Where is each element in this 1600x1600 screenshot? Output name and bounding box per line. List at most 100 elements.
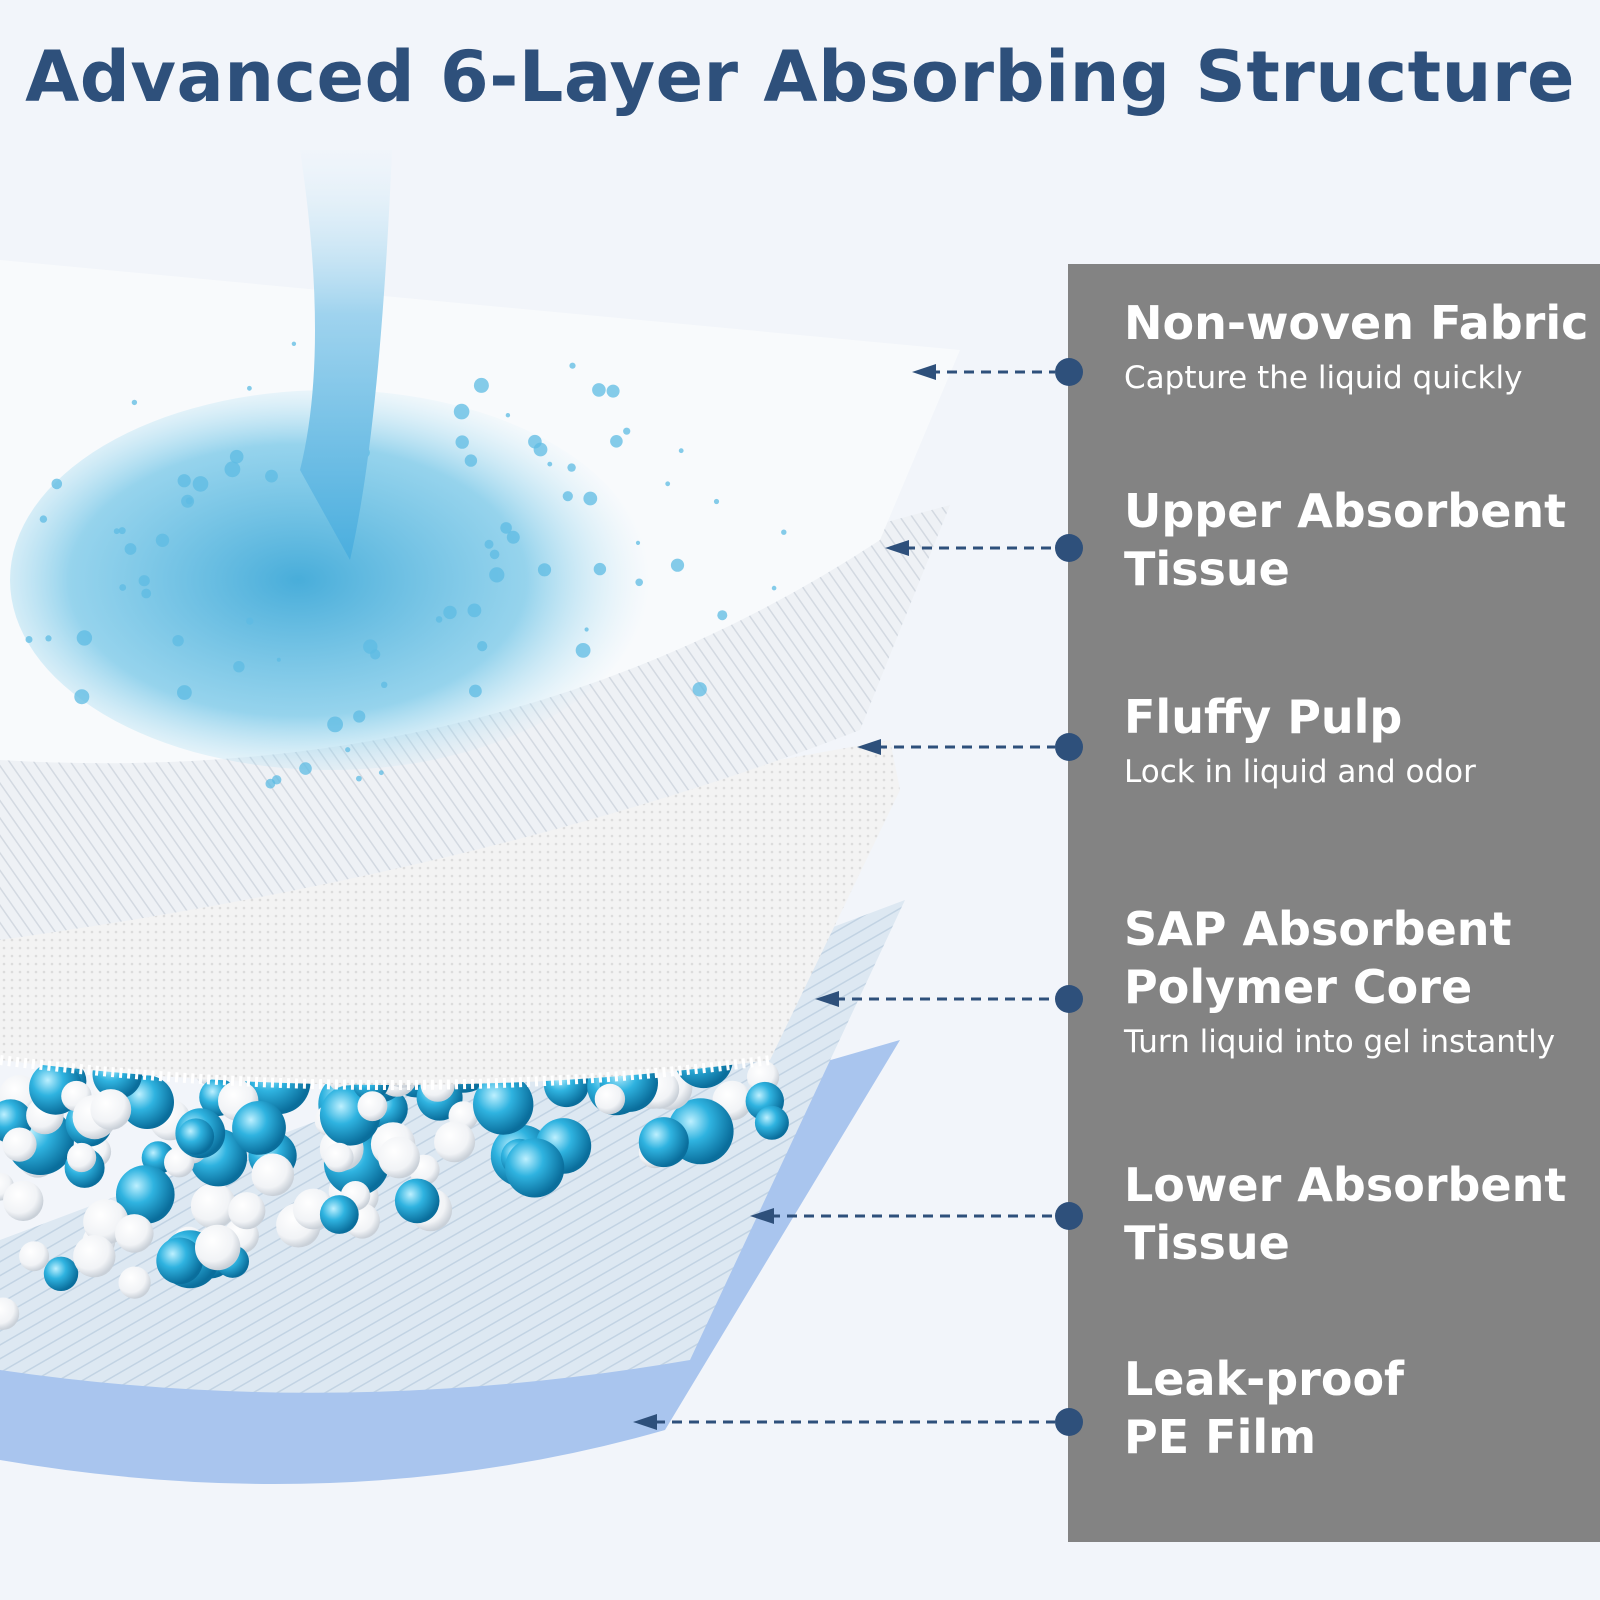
layer-title: Leak-proof PE Film: [1124, 1352, 1405, 1464]
water-droplet: [537, 563, 552, 577]
connector-dot: [1055, 1202, 1083, 1230]
water-droplet: [692, 682, 707, 697]
water-droplet: [489, 567, 505, 583]
layer-legend-panel: Non-woven Fabric Capture the liquid quic…: [1068, 264, 1600, 1542]
water-droplet: [45, 635, 52, 642]
connector-dot: [1055, 358, 1083, 386]
water-droplet: [265, 469, 278, 483]
water-droplet: [381, 681, 388, 688]
water-droplet: [592, 383, 606, 397]
layer-desc: Turn liquid into gel instantly: [1124, 1024, 1556, 1060]
water-droplet: [593, 562, 607, 576]
layer-item-upper-tissue: Upper Absorbent Tissue: [1124, 482, 1594, 598]
layer-title: Fluffy Pulp: [1124, 690, 1403, 744]
layer-title: Non-woven Fabric: [1124, 296, 1589, 350]
water-droplet: [678, 448, 684, 454]
sap-bead-white: [324, 1142, 354, 1173]
water-droplet: [635, 578, 643, 587]
sap-bead-blue: [43, 1256, 79, 1292]
page-title: Advanced 6-Layer Absorbing Structure: [25, 36, 1575, 118]
water-droplet: [181, 494, 195, 508]
water-droplet: [464, 454, 478, 467]
water-droplet: [370, 649, 381, 660]
water-droplet: [583, 491, 598, 506]
sap-bead-white: [0, 1297, 20, 1330]
water-droplet: [229, 449, 244, 464]
water-droplet: [435, 616, 443, 623]
water-droplet: [291, 341, 297, 346]
water-droplet: [606, 384, 620, 398]
sap-bead-blue: [232, 1101, 286, 1155]
fluffy-pulp-layer: [0, 740, 900, 1085]
sap-bead-blue: [156, 1237, 203, 1285]
connector-arrowheads: [633, 364, 936, 1430]
layer-item-non-woven: Non-woven Fabric Capture the liquid quic…: [1124, 294, 1594, 398]
liquid-splash: [10, 390, 650, 770]
water-droplet: [477, 641, 488, 652]
sap-bead-blue: [116, 1165, 175, 1224]
water-droplet: [25, 636, 33, 643]
layer-item-sap-core: SAP Absorbent Polymer Core Turn liquid i…: [1124, 900, 1594, 1062]
layer-desc: Capture the liquid quickly: [1124, 360, 1523, 396]
water-droplet: [172, 635, 184, 647]
water-droplet: [567, 463, 576, 472]
water-droplet: [443, 605, 457, 620]
water-droplet: [246, 617, 254, 625]
layer-title: Lower Absorbent Tissue: [1124, 1158, 1567, 1270]
sap-bead-white: [67, 1142, 97, 1173]
water-droplet: [113, 528, 120, 535]
water-droplet: [247, 385, 252, 391]
connector-lines: [655, 370, 1055, 1424]
connector-dot: [1055, 733, 1083, 761]
layer-title: Upper Absorbent Tissue: [1124, 484, 1567, 596]
water-droplet: [276, 657, 281, 662]
water-droplet: [192, 476, 209, 492]
sap-bead-white: [251, 1153, 295, 1197]
water-droplet: [610, 435, 623, 448]
connector-dot: [1055, 1408, 1083, 1436]
sap-bead-blue: [319, 1195, 359, 1234]
sap-bead-blue: [505, 1138, 565, 1198]
sap-bead-blue: [177, 1118, 215, 1155]
water-droplet: [124, 543, 137, 555]
layer-item-pe-film: Leak-proof PE Film: [1124, 1350, 1594, 1466]
water-droplet: [453, 403, 470, 420]
water-droplet: [473, 377, 489, 393]
water-droplet: [562, 491, 573, 502]
sap-bead-white: [195, 1224, 241, 1271]
sap-bead-white: [90, 1089, 132, 1130]
sap-bead-white: [190, 1183, 237, 1229]
water-droplet: [484, 539, 494, 549]
connector-dot: [1055, 534, 1083, 562]
water-droplet: [265, 778, 276, 789]
sap-bead-white: [434, 1121, 476, 1163]
water-droplet: [378, 770, 384, 776]
water-droplet: [455, 435, 469, 449]
sap-bead-white: [73, 1235, 116, 1278]
layer-item-fluffy-pulp: Fluffy Pulp Lock in liquid and odor: [1124, 688, 1594, 792]
water-droplet: [547, 461, 553, 467]
water-droplet: [467, 603, 482, 618]
water-droplet: [51, 478, 63, 490]
water-droplet: [469, 684, 482, 698]
sap-bead-white: [3, 1180, 44, 1222]
water-droplet: [584, 627, 589, 632]
sap-bead-white: [19, 1241, 50, 1272]
sap-bead-white: [228, 1192, 266, 1230]
water-droplet: [771, 585, 777, 591]
layer-title: SAP Absorbent Polymer Core: [1124, 902, 1512, 1014]
water-droplet: [713, 498, 720, 505]
water-droplet: [118, 527, 126, 535]
water-droplet: [327, 716, 343, 733]
water-droplet: [489, 549, 500, 560]
connector-dot: [1055, 985, 1083, 1013]
water-droplet: [623, 427, 631, 435]
water-droplet: [299, 762, 312, 775]
water-droplet: [717, 610, 728, 621]
sap-bead-white: [164, 1147, 195, 1178]
water-droplet: [781, 529, 787, 535]
water-droplet: [177, 685, 192, 700]
sap-bead-blue: [473, 1074, 534, 1135]
layer-item-lower-tissue: Lower Absorbent Tissue: [1124, 1156, 1594, 1272]
